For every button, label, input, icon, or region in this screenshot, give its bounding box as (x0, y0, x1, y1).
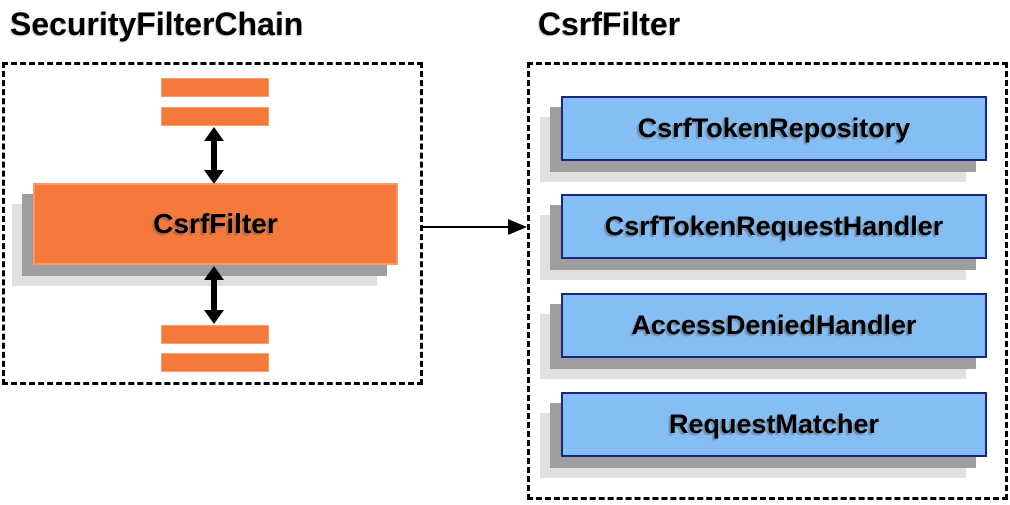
component-request-matcher: RequestMatcher (561, 392, 987, 457)
upstream-filter-bar-1 (161, 78, 269, 97)
downstream-filter-bar-2 (161, 353, 269, 372)
downstream-filter-bar-1 (161, 325, 269, 344)
csrf-filter-title: CsrfFilter (538, 6, 681, 42)
arrow-line (211, 136, 217, 175)
csrf-filter-node: CsrfFilter (33, 183, 398, 265)
double-arrow-icon-top (204, 127, 224, 184)
component-csrf-token-request-handler: CsrfTokenRequestHandler (561, 194, 987, 259)
security-filter-chain-panel (2, 62, 423, 385)
double-arrow-icon-bottom (204, 266, 224, 324)
upstream-filter-bar-2 (161, 107, 269, 126)
component-label: CsrfTokenRepository (637, 113, 911, 143)
arrow-line (211, 275, 217, 315)
component-label: CsrfTokenRequestHandler (604, 211, 944, 241)
component-label: RequestMatcher (668, 409, 880, 439)
security-filter-chain-title: SecurityFilterChain (10, 6, 304, 42)
right-arrow-icon (421, 219, 527, 236)
component-label: AccessDeniedHandler (631, 310, 917, 340)
csrf-filter-node-label: CsrfFilter (153, 208, 278, 239)
component-access-denied-handler: AccessDeniedHandler (561, 293, 987, 358)
arrow-line (421, 226, 513, 228)
csrf-filter-panel (527, 62, 1008, 500)
component-csrf-token-repository: CsrfTokenRepository (561, 96, 987, 161)
